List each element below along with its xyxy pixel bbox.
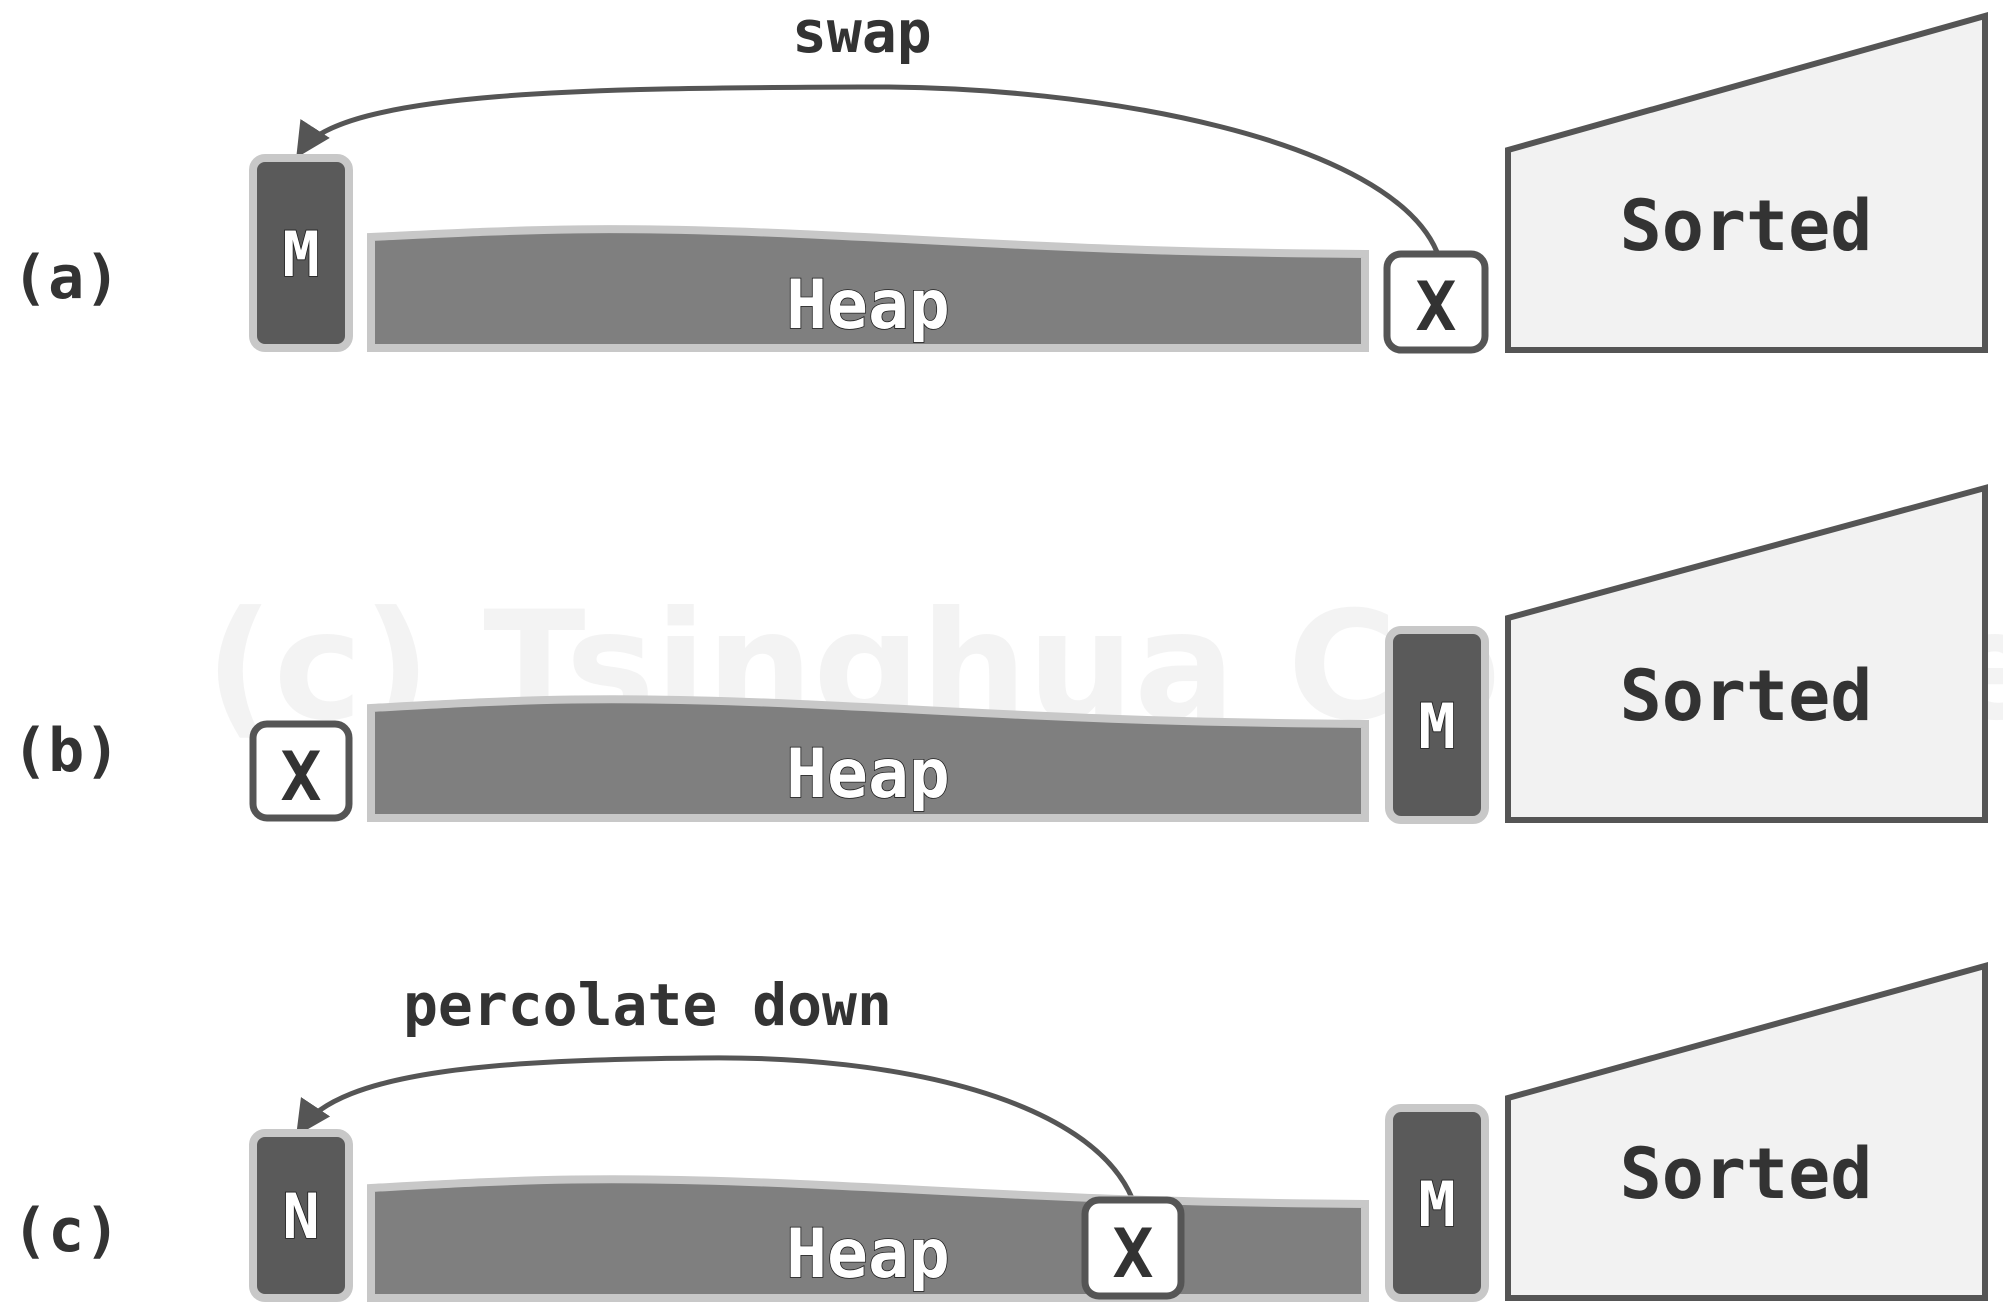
moved-element-label: X (281, 738, 322, 817)
swap-arrow (296, 84, 1440, 253)
row-label-a: (a) (12, 243, 120, 313)
sorted-label: Sorted (1620, 1133, 1873, 1215)
heap-region (367, 225, 1369, 352)
new-max-box (249, 1129, 353, 1302)
new-max-label: N (282, 1180, 319, 1253)
percolate-arrow (296, 1055, 1135, 1199)
row-c: (c) percolate down N Heap X M Sorted (12, 962, 1988, 1302)
percolating-element-box (1081, 1196, 1185, 1300)
max-element-box (1385, 1104, 1489, 1302)
row-b: (b) X Heap M Sorted (12, 484, 1988, 824)
max-element-box (249, 154, 353, 352)
max-element-label: M (282, 218, 319, 291)
row-label-b: (b) (12, 716, 120, 786)
swap-label: swap (792, 0, 932, 66)
row-a: (a) swap M Heap X Sorted (12, 0, 1988, 354)
last-element-box (1383, 250, 1489, 354)
max-element-label: M (1418, 1168, 1455, 1241)
last-element-label: X (1416, 268, 1457, 347)
sorted-region (1505, 962, 1988, 1301)
percolate-label: percolate down (403, 971, 892, 1039)
heap-label: Heap (786, 1215, 950, 1294)
heap-region (367, 695, 1369, 822)
heap-label: Heap (786, 735, 950, 814)
sorted-region (1505, 12, 1988, 353)
max-element-box (1385, 626, 1489, 824)
row-label-c: (c) (12, 1196, 120, 1266)
percolating-element-label: X (1113, 1215, 1154, 1294)
sorted-label: Sorted (1620, 655, 1873, 737)
sorted-region (1505, 484, 1988, 823)
sorted-label: Sorted (1620, 185, 1873, 267)
heap-label: Heap (786, 266, 950, 345)
max-element-label: M (1418, 690, 1455, 763)
moved-element-box (249, 720, 353, 822)
